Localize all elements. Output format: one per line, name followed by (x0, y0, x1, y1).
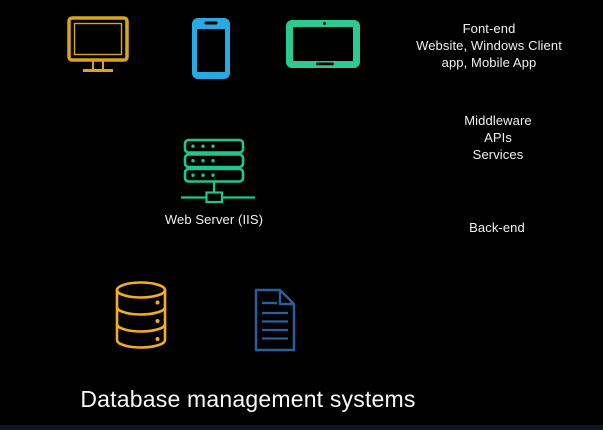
bottom-strip (0, 425, 603, 430)
frontend-line-2: Website, Windows Client (416, 38, 562, 53)
database-cylinder-icon (114, 280, 170, 352)
frontend-label: Font-end Website, Windows Client app, Mo… (389, 20, 589, 71)
frontend-line-3: app, Mobile App (441, 55, 537, 70)
diagram-title: Database management systems (80, 386, 416, 412)
tablet-icon (286, 20, 360, 68)
middleware-label: Middleware APIs Services (398, 112, 598, 163)
middleware-line-3: Services (472, 147, 524, 162)
desktop-monitor-icon (65, 13, 131, 75)
document-file-icon (253, 287, 297, 353)
smartphone-icon (192, 18, 230, 79)
middleware-line-2: APIs (484, 130, 512, 145)
middleware-line-1: Middleware (464, 113, 532, 128)
backend-label: Back-end (469, 220, 525, 235)
web-server-network-icon (178, 136, 258, 204)
frontend-line-1: Font-end (462, 21, 516, 36)
web-server-label: Web Server (IIS) (164, 212, 264, 227)
